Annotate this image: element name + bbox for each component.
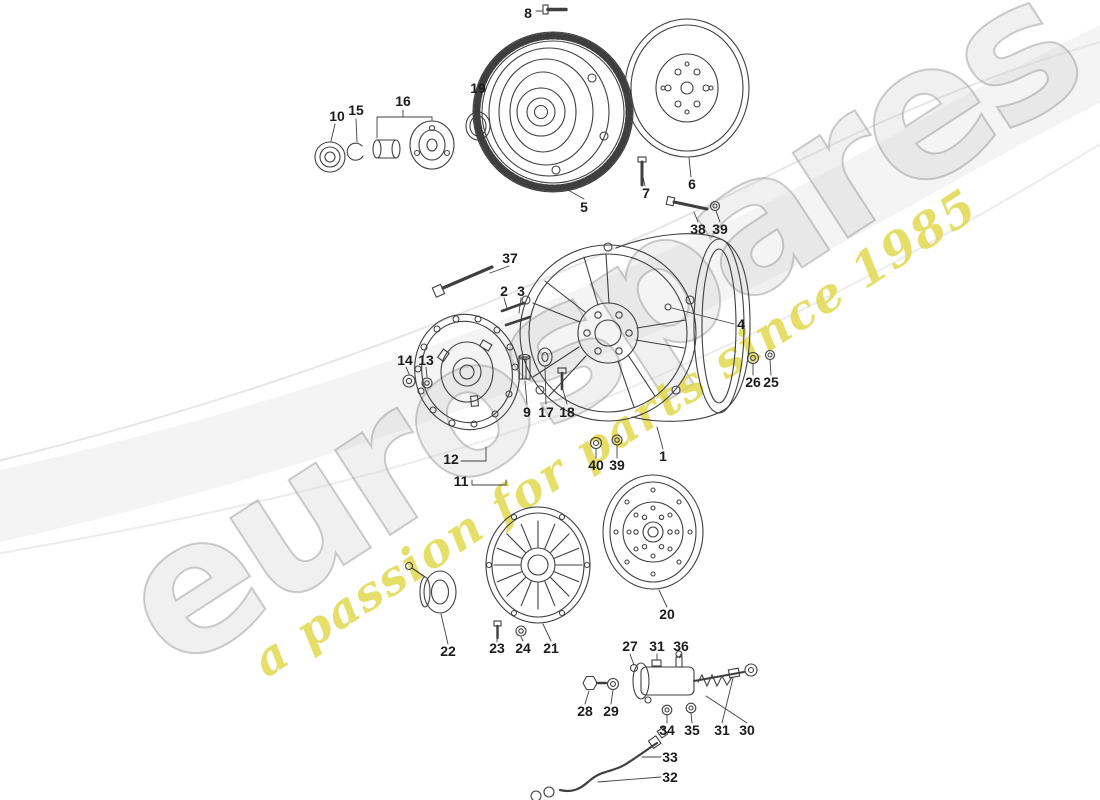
part-callout-11[interactable]: 11: [453, 473, 469, 489]
washer-24: [515, 625, 527, 637]
washer-14: [402, 374, 416, 388]
part-callout-21[interactable]: 21: [543, 640, 559, 656]
part-callout-17[interactable]: 17: [538, 404, 554, 420]
spacer-16: [372, 139, 401, 159]
part-callout-1[interactable]: 1: [659, 448, 667, 464]
torque-converter: [472, 31, 634, 193]
part-callout-23[interactable]: 23: [489, 640, 505, 656]
bolt-38: [665, 195, 709, 211]
pressure-plate-12: [414, 313, 520, 431]
part-callout-16[interactable]: 16: [395, 93, 411, 109]
release-bearing-22: [404, 561, 457, 614]
bearing-10: [314, 141, 346, 173]
hydraulic-pipe-32-33: [530, 726, 669, 800]
nut-34: [661, 704, 673, 716]
part-callout-8[interactable]: 8: [524, 5, 532, 21]
washer-35: [685, 702, 697, 714]
washer-29: [606, 677, 620, 691]
washer-17: [537, 347, 553, 367]
bolt-23: [493, 620, 502, 640]
part-callout-22[interactable]: 22: [440, 643, 456, 659]
part-callout-30[interactable]: 30: [739, 722, 755, 738]
part-callout-29[interactable]: 29: [603, 703, 619, 719]
fitting-28: [582, 675, 608, 691]
washer-39: [709, 200, 721, 212]
nut-13: [421, 377, 433, 389]
part-callout-15[interactable]: 15: [348, 102, 364, 118]
part-callout-27[interactable]: 27: [622, 638, 638, 654]
part-callout-25[interactable]: 25: [763, 374, 779, 390]
transmission-housing: [519, 233, 751, 422]
part-callout-19[interactable]: 19: [470, 80, 486, 96]
part-callout-33[interactable]: 33: [662, 749, 678, 765]
part-callout-31[interactable]: 31: [649, 638, 665, 654]
bolt-37: [431, 265, 494, 298]
part-callout-38[interactable]: 38: [690, 221, 706, 237]
part-callout-28[interactable]: 28: [577, 703, 593, 719]
shaft-9: [518, 353, 531, 380]
swoosh-band: [0, 25, 1100, 543]
part-callout-6[interactable]: 6: [688, 176, 696, 192]
part-callout-26[interactable]: 26: [745, 374, 761, 390]
part-callout-3[interactable]: 3: [517, 283, 525, 299]
nut-25: [764, 349, 776, 361]
leader-lines: [330, 10, 772, 783]
circlip-15: [346, 142, 364, 161]
part-callout-32[interactable]: 32: [662, 769, 678, 785]
swoosh-edge-top: [0, 40, 1100, 462]
part-callout-20[interactable]: 20: [659, 606, 675, 622]
part-callout-31[interactable]: 31: [714, 722, 730, 738]
flywheel: [624, 18, 750, 158]
washer-39b: [611, 434, 623, 446]
slave-cylinder-30: [629, 650, 758, 704]
washer-26: [746, 351, 760, 365]
part-callout-35[interactable]: 35: [684, 722, 700, 738]
part-callout-24[interactable]: 24: [515, 640, 531, 656]
bolt-8: [542, 4, 568, 15]
part-callout-18[interactable]: 18: [559, 404, 575, 420]
bolt-18: [557, 367, 567, 391]
part-callout-14[interactable]: 14: [397, 352, 413, 368]
bolt-7: [637, 156, 647, 187]
part-callout-4[interactable]: 4: [737, 316, 745, 332]
part-callout-2[interactable]: 2: [500, 283, 508, 299]
part-callout-13[interactable]: 13: [418, 352, 434, 368]
clutch-disc-20: [602, 474, 704, 590]
nut-40: [589, 436, 603, 450]
part-callout-12[interactable]: 12: [443, 451, 459, 467]
part-callout-37[interactable]: 37: [502, 250, 518, 266]
part-callout-39[interactable]: 39: [712, 221, 728, 237]
clutch-cover-21: [485, 506, 591, 624]
swoosh-edge-bottom: [0, 143, 1100, 555]
part-callout-34[interactable]: 34: [659, 722, 675, 738]
part-callout-7[interactable]: 7: [642, 185, 650, 201]
part-callout-10[interactable]: 10: [329, 108, 345, 124]
hub-16: [409, 120, 455, 170]
part-callout-5[interactable]: 5: [580, 199, 588, 215]
part-callout-39[interactable]: 39: [609, 457, 625, 473]
part-callout-36[interactable]: 36: [673, 638, 689, 654]
seal-ring-19: [465, 111, 491, 141]
part-callout-40[interactable]: 40: [588, 457, 604, 473]
part-callout-9[interactable]: 9: [523, 404, 531, 420]
